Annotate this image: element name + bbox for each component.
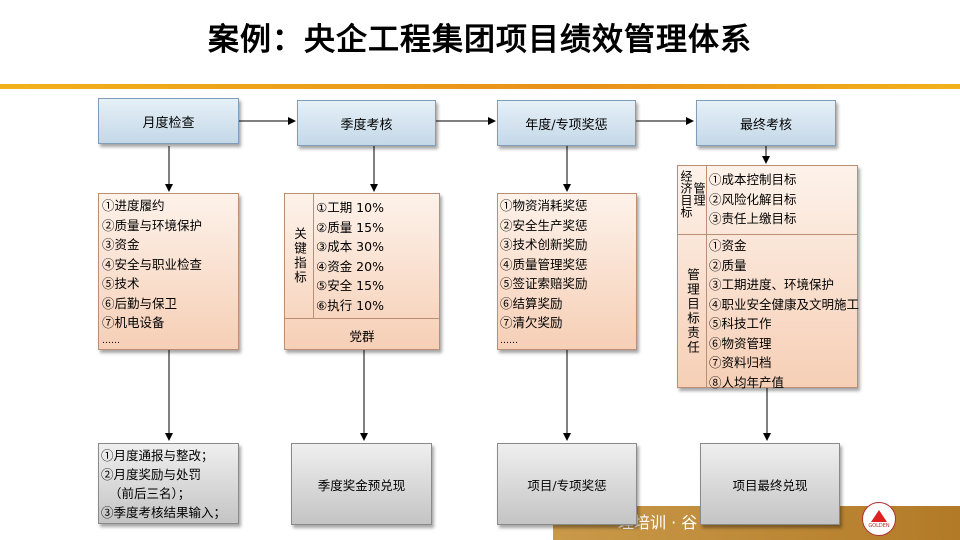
list-item: ⑥结算奖励 bbox=[500, 295, 563, 311]
list-item: ⑤签证索赔奖励 bbox=[500, 276, 588, 291]
list-item: ③技术创新奖励 bbox=[500, 237, 588, 252]
list-item: ⑥执行 10% bbox=[316, 297, 384, 313]
outcome-final-label: 项目最终兑现 bbox=[732, 477, 808, 493]
list-item: ②安全生产奖惩 bbox=[500, 217, 588, 233]
quarterly-footer-cell: 党群 bbox=[285, 318, 439, 351]
final-econ-list: ①成本控制目标 ②风险化解目标 ③责任上缴目标 bbox=[709, 170, 797, 229]
list-item: ①进度履约 bbox=[102, 198, 165, 213]
list-item: ②质量与环境保护 bbox=[102, 217, 203, 233]
company-logo: GOLDEN bbox=[862, 502, 896, 536]
header-quarterly-review: 季度考核 bbox=[297, 100, 436, 146]
final-econ-label-secondary: 管理 bbox=[692, 182, 706, 206]
monthly-items-box: ①进度履约 ②质量与环境保护 ③资金 ④安全与职业检查 ⑤技术 ⑥后勤与保卫 ⑦… bbox=[98, 193, 239, 350]
list-item: ③工期进度、环境保护 bbox=[709, 277, 835, 292]
logo-text: GOLDEN bbox=[868, 522, 890, 529]
list-item: ①物资消耗奖惩 bbox=[500, 198, 588, 213]
final-mgmt-list: ①资金 ②质量 ③工期进度、环境保护 ④职业安全健康及文明施工 ⑤科技工作 ⑥物… bbox=[709, 236, 859, 392]
list-item: ②质量 bbox=[709, 257, 747, 273]
final-econ-label: 经济目标 bbox=[679, 170, 693, 218]
title-underline-bar bbox=[0, 84, 960, 89]
list-item: …… bbox=[500, 335, 518, 346]
list-item: ④安全与职业检查 bbox=[102, 256, 203, 272]
outcome-annual-box: 项目/专项奖惩 bbox=[497, 443, 637, 525]
quarterly-footer-label: 党群 bbox=[349, 328, 375, 344]
outcome-annual-label: 项目/专项奖惩 bbox=[527, 477, 607, 493]
final-mgmt-label: 管理目标责任 bbox=[685, 267, 700, 355]
list-item: ⑤技术 bbox=[102, 276, 140, 291]
header-annual-reward: 年度/专项奖惩 bbox=[497, 100, 636, 146]
list-item: ③资金 bbox=[102, 237, 140, 252]
header-final-review: 最终考核 bbox=[696, 100, 836, 146]
list-item: ①工期 10% bbox=[316, 200, 384, 215]
logo-mark-icon bbox=[871, 509, 887, 522]
list-item: ⑤安全 15% bbox=[316, 278, 384, 293]
outcome-quarterly-box: 季度奖金预兑现 bbox=[291, 443, 432, 525]
outcome-quarterly-label: 季度奖金预兑现 bbox=[317, 477, 406, 493]
quarterly-kpi-list: ①工期 10% ②质量 15% ③成本 30% ④资金 20% ⑤安全 15% … bbox=[316, 198, 384, 315]
quarterly-side-label: 关键指标 bbox=[292, 227, 307, 285]
list-item: ④资金 20% bbox=[316, 258, 384, 274]
list-item: ⑦资料归档 bbox=[709, 355, 772, 370]
outcome-final-box: 项目最终兑现 bbox=[700, 443, 840, 525]
list-item: ①资金 bbox=[709, 238, 747, 253]
list-item: ⑥物资管理 bbox=[709, 335, 772, 351]
list-item: ③季度考核结果输入； bbox=[101, 505, 227, 520]
page-title: 案例：央企工程集团项目绩效管理体系 bbox=[208, 22, 752, 58]
list-item: ②月度奖励与处罚 bbox=[101, 467, 202, 482]
final-econ-side-cell: 经济目标 管理 bbox=[678, 166, 707, 235]
list-item: ⑦机电设备 bbox=[102, 315, 165, 330]
list-item: ②风险化解目标 bbox=[709, 191, 797, 207]
list-item: ②质量 15% bbox=[316, 219, 384, 235]
list-item: ⑧人均年产值 bbox=[709, 374, 785, 390]
list-item: ①月度通报与整改； bbox=[101, 448, 214, 463]
list-item: （前后三名）； bbox=[109, 486, 191, 501]
quarterly-items-box: 关键指标 ①工期 10% ②质量 15% ③成本 30% ④资金 20% ⑤安全… bbox=[284, 193, 440, 350]
final-mgmt-side-cell: 管理目标责任 bbox=[678, 234, 707, 388]
list-item: ①成本控制目标 bbox=[709, 172, 797, 187]
list-item: ⑦清欠奖励 bbox=[500, 315, 563, 330]
header-monthly-check: 月度检查 bbox=[98, 98, 239, 144]
annual-items-list: ①物资消耗奖惩 ②安全生产奖惩 ③技术创新奖励 ④质量管理奖惩 ⑤签证索赔奖励 … bbox=[500, 196, 588, 349]
quarterly-side-cell: 关键指标 bbox=[285, 194, 314, 318]
annual-items-box: ①物资消耗奖惩 ②安全生产奖惩 ③技术创新奖励 ④质量管理奖惩 ⑤签证索赔奖励 … bbox=[497, 193, 637, 350]
list-item: ③成本 30% bbox=[316, 239, 384, 254]
outcome-monthly-list: ①月度通报与整改； ②月度奖励与处罚 （前后三名）； ③季度考核结果输入； bbox=[101, 446, 226, 522]
list-item: ⑥后勤与保卫 bbox=[102, 295, 178, 311]
list-item: ③责任上缴目标 bbox=[709, 211, 797, 226]
monthly-items-list: ①进度履约 ②质量与环境保护 ③资金 ④安全与职业检查 ⑤技术 ⑥后勤与保卫 ⑦… bbox=[102, 196, 202, 349]
list-item: ④质量管理奖惩 bbox=[500, 256, 588, 272]
final-section-divider bbox=[706, 234, 858, 235]
final-items-box: 经济目标 管理 ①成本控制目标 ②风险化解目标 ③责任上缴目标 管理目标责任 ①… bbox=[677, 165, 859, 390]
list-item: ④职业安全健康及文明施工 bbox=[709, 296, 860, 312]
list-item: ⑤科技工作 bbox=[709, 316, 772, 331]
outcome-monthly-box: ①月度通报与整改； ②月度奖励与处罚 （前后三名）； ③季度考核结果输入； bbox=[98, 443, 239, 524]
list-item: …… bbox=[102, 335, 120, 346]
